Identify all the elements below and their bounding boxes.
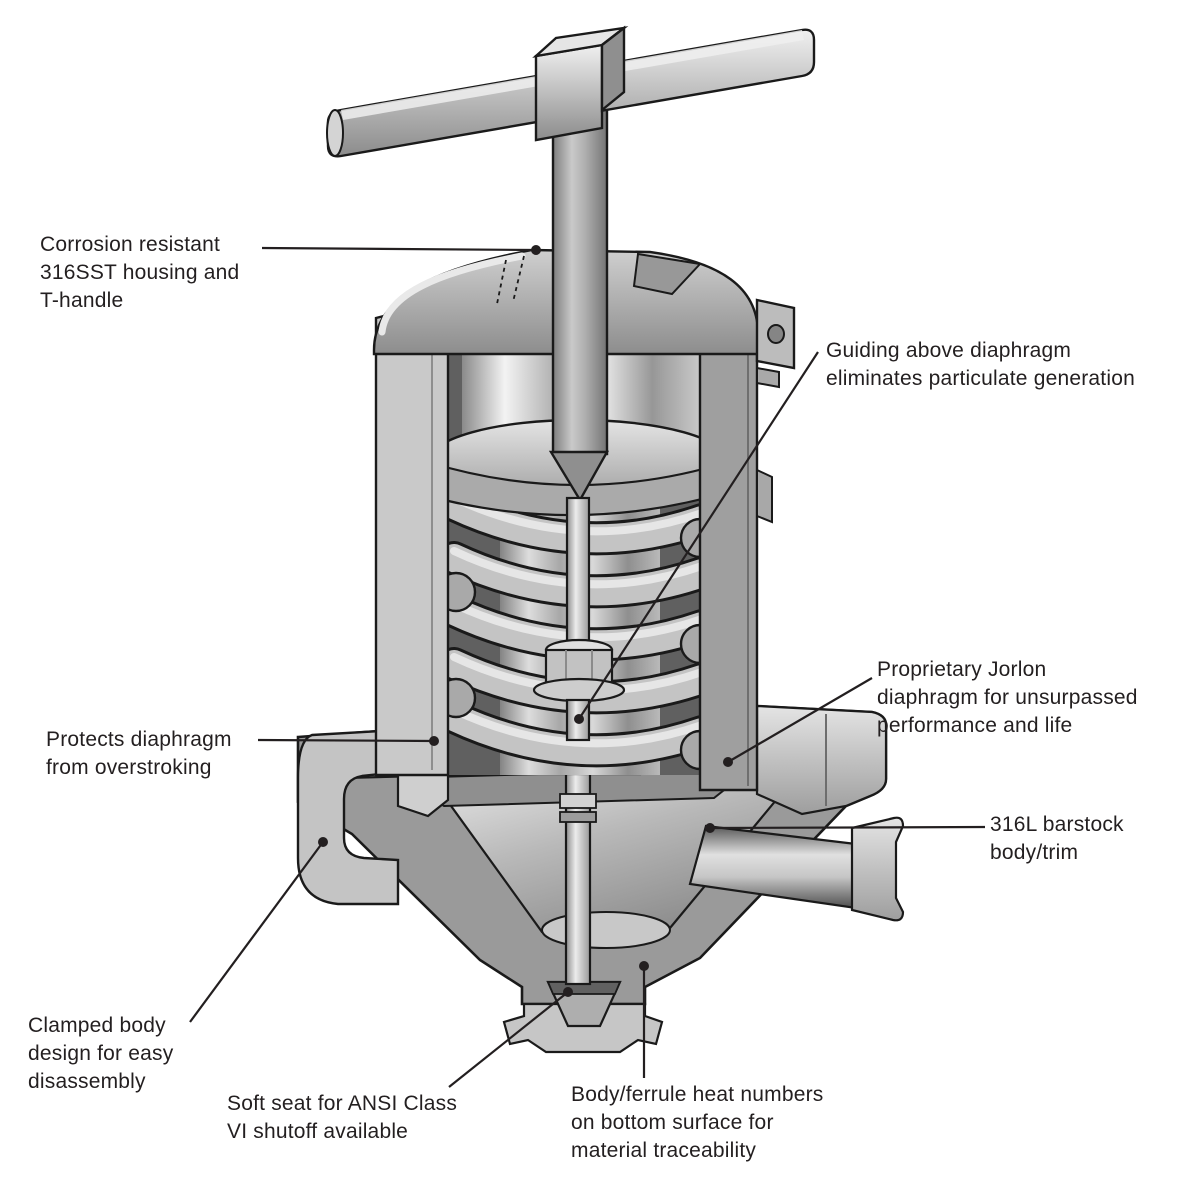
flange-right xyxy=(755,704,888,816)
callout-guiding-above-diaphragm: Guiding above diaphragm eliminates parti… xyxy=(826,339,1135,390)
leader-softseat xyxy=(448,991,569,1088)
actuator-stem xyxy=(551,94,609,456)
stem-coupling-lower xyxy=(559,811,597,823)
callout-clamped-body-design: Clamped body design for easy disassembly xyxy=(28,1014,174,1093)
callout-protects-diaphragm: Protects diaphragm from overstroking xyxy=(46,728,232,779)
leader-protects xyxy=(257,738,435,743)
body-clamp xyxy=(296,728,400,906)
housing-top-wedge xyxy=(632,252,703,296)
leader-lines xyxy=(189,245,986,1088)
stem-washer xyxy=(532,677,626,703)
lug-hole xyxy=(767,324,785,344)
leader-jorlon xyxy=(727,677,873,763)
callout-jorlon-diaphragm: Proprietary Jorlon diaphragm for unsurpa… xyxy=(877,658,1138,737)
housing-top-highlight xyxy=(378,252,526,336)
housing-wall-right-ledge xyxy=(756,468,773,524)
leader-barstock xyxy=(709,825,986,830)
body-bowl-bottom xyxy=(541,911,671,949)
leader-corrosion xyxy=(261,246,537,252)
handle-boss xyxy=(534,43,604,142)
callout-corrosion-resistant-housing: Corrosion resistant 316SST housing and T… xyxy=(40,233,240,312)
callout-316l-barstock-body: 316L barstock body/trim xyxy=(990,813,1124,864)
valve-stem-lower xyxy=(564,772,592,986)
handle-boss-side xyxy=(600,25,626,113)
valve-stem-upper xyxy=(565,496,591,654)
leader-clamped xyxy=(189,841,324,1023)
lug-notch xyxy=(756,366,780,389)
housing-wall-left xyxy=(374,298,450,777)
actuator-stem-tip xyxy=(548,450,610,503)
stem-coupling-upper xyxy=(559,793,597,809)
callout-soft-seat-shutoff: Soft seat for ANSI Class VI shutoff avai… xyxy=(227,1092,458,1143)
t-handle-end-cap xyxy=(326,109,344,157)
leader-guiding xyxy=(578,351,819,720)
callout-heat-numbers-traceability: Body/ferrule heat numbers on bottom surf… xyxy=(571,1083,824,1162)
